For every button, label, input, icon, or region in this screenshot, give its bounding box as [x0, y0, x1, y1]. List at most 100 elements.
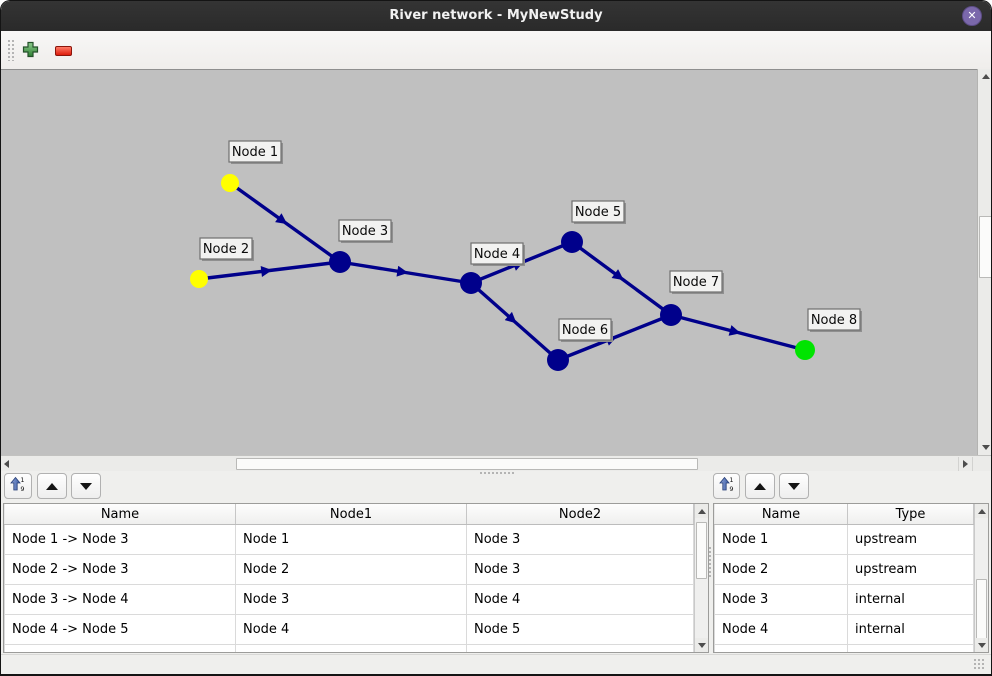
arrow-left-icon	[3, 460, 9, 468]
nodes-move-up-button[interactable]	[745, 473, 775, 499]
node-2-label: Node 2	[199, 237, 254, 261]
remove-node-button[interactable]	[52, 40, 74, 62]
scroll-down-button[interactable]	[695, 638, 708, 652]
scroll-up-button[interactable]	[975, 504, 988, 518]
links-table-scrollbar[interactable]	[694, 504, 708, 652]
node-1-circle[interactable]	[221, 174, 239, 192]
scroll-thumb[interactable]	[696, 522, 707, 579]
vertical-splitter-handle[interactable]	[708, 546, 712, 578]
table-cell: Node 1	[235, 524, 467, 555]
scroll-up-button[interactable]	[978, 69, 991, 84]
edge-node-7-node-8[interactable]	[670, 313, 806, 352]
table-cell: Node 4	[235, 614, 467, 645]
main-toolbar	[1, 31, 991, 70]
column-header-type[interactable]: Type	[847, 504, 974, 525]
links-move-down-button[interactable]	[71, 473, 101, 499]
edge-node-6-node-7[interactable]	[557, 313, 672, 362]
table-cell: Node 3	[235, 584, 467, 615]
node-3-circle[interactable]	[329, 251, 351, 273]
node-8-circle[interactable]	[795, 340, 815, 360]
nodes-move-down-button[interactable]	[779, 473, 809, 499]
add-node-button[interactable]	[19, 40, 41, 62]
node-6-circle[interactable]	[547, 349, 569, 371]
column-header-node2[interactable]: Node2	[466, 504, 694, 525]
minus-icon	[54, 46, 72, 56]
canvas-vertical-scrollbar[interactable]	[977, 69, 991, 455]
node-2-circle[interactable]	[190, 270, 208, 288]
scroll-left-button[interactable]	[1, 457, 11, 471]
nodes-sort-button[interactable]: 1 9	[713, 473, 740, 499]
column-header-node1[interactable]: Node1	[235, 504, 467, 525]
close-button[interactable]: ✕	[962, 6, 982, 26]
table-cell: upstream	[847, 524, 974, 555]
window-resize-grip[interactable]	[973, 658, 986, 671]
arrow-right-icon	[963, 460, 968, 468]
titlebar[interactable]: River network - MyNewStudy ✕	[1, 1, 991, 31]
edge-node-1-node-3[interactable]	[229, 181, 341, 264]
table-cell: Node 2 -> Node 3	[4, 554, 236, 585]
table-cell: Node 2	[235, 554, 467, 585]
node-6-label: Node 6	[558, 318, 613, 342]
canvas-horizontal-scrollbar[interactable]	[1, 455, 991, 471]
edge-node-3-node-4[interactable]	[339, 260, 472, 285]
table-row-partial	[714, 644, 974, 652]
edge-node-4-node-6[interactable]	[469, 281, 560, 362]
triangle-down-icon	[80, 482, 92, 490]
node-7-circle[interactable]	[660, 304, 682, 326]
scroll-right-button[interactable]	[958, 457, 973, 471]
table-cell: Node 4	[714, 614, 848, 645]
node-4-circle[interactable]	[460, 272, 482, 294]
table-cell: Node 4 -> Node 5	[4, 614, 236, 645]
scroll-down-button[interactable]	[978, 440, 991, 455]
scroll-down-button[interactable]	[975, 638, 988, 652]
toolbar-drag-handle[interactable]	[7, 39, 15, 61]
column-header-name[interactable]: Name	[4, 504, 236, 525]
node-5-circle[interactable]	[561, 231, 583, 253]
horizontal-splitter-handle[interactable]	[479, 471, 515, 475]
scroll-thumb[interactable]	[976, 579, 987, 643]
edge-node-5-node-7[interactable]	[570, 240, 673, 317]
arrow-up-icon	[697, 508, 706, 514]
nodes-table-scrollbar[interactable]	[974, 504, 988, 652]
sort-ascending-icon: 1 9	[10, 476, 26, 496]
vertical-scroll-thumb[interactable]	[979, 216, 991, 278]
table-cell: Node 3 -> Node 4	[4, 584, 236, 615]
svg-text:Node 4: Node 4	[474, 247, 520, 262]
column-header-name[interactable]: Name	[714, 504, 848, 525]
svg-text:9: 9	[20, 485, 24, 492]
edge-node-2-node-3[interactable]	[198, 260, 341, 281]
horizontal-scroll-thumb[interactable]	[236, 458, 698, 470]
table-cell: upstream	[847, 554, 974, 585]
links-sort-button[interactable]: 1 9	[4, 473, 32, 499]
svg-text:Node 6: Node 6	[562, 323, 608, 338]
arrow-up-icon	[981, 74, 990, 79]
svg-text:1: 1	[20, 476, 24, 484]
arrow-down-icon	[697, 642, 706, 648]
table-cell: Node 1 -> Node 3	[4, 524, 236, 555]
table-cell: internal	[847, 614, 974, 645]
node-4-label: Node 4	[470, 242, 525, 266]
links-move-up-button[interactable]	[37, 473, 67, 499]
window-title: River network - MyNewStudy	[389, 8, 603, 23]
triangle-up-icon	[754, 482, 766, 490]
status-bar	[1, 654, 991, 674]
scroll-up-button[interactable]	[695, 504, 708, 518]
node-7-label: Node 7	[669, 270, 724, 294]
node-8-label: Node 8	[807, 308, 862, 332]
svg-text:Node 8: Node 8	[811, 313, 857, 328]
